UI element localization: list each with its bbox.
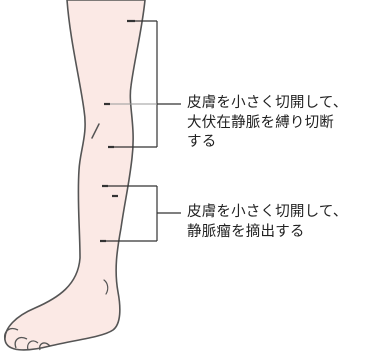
upper-callout-line-3: する [187, 134, 217, 150]
lower-callout-text: 皮膚を小さく切開して、 静脈瘤を摘出する [187, 203, 348, 242]
toe-2 [14, 336, 28, 349]
incision-marks [100, 19, 135, 243]
lower-bracket [106, 185, 181, 242]
lower-callout-line-2: 静脈瘤を摘出する [187, 223, 305, 240]
upper-callout-text: 皮膚を小さく切開して、 大伏在静脈を縛り切断 する [187, 94, 348, 153]
upper-callout-line-1: 皮膚を小さく切開して、 [187, 95, 348, 111]
upper-callout-line-2: 大伏在静脈を縛り切断 [187, 114, 334, 131]
toe-3 [26, 340, 39, 351]
toe-4 [38, 342, 51, 351]
leg-outline [4, 0, 146, 351]
toe-1 [4, 327, 19, 341]
ankle-bone [103, 279, 109, 295]
lower-callout-line-1: 皮膚を小さく切開して、 [187, 204, 348, 220]
upper-bracket [110, 20, 181, 148]
knee-crease [91, 123, 100, 139]
